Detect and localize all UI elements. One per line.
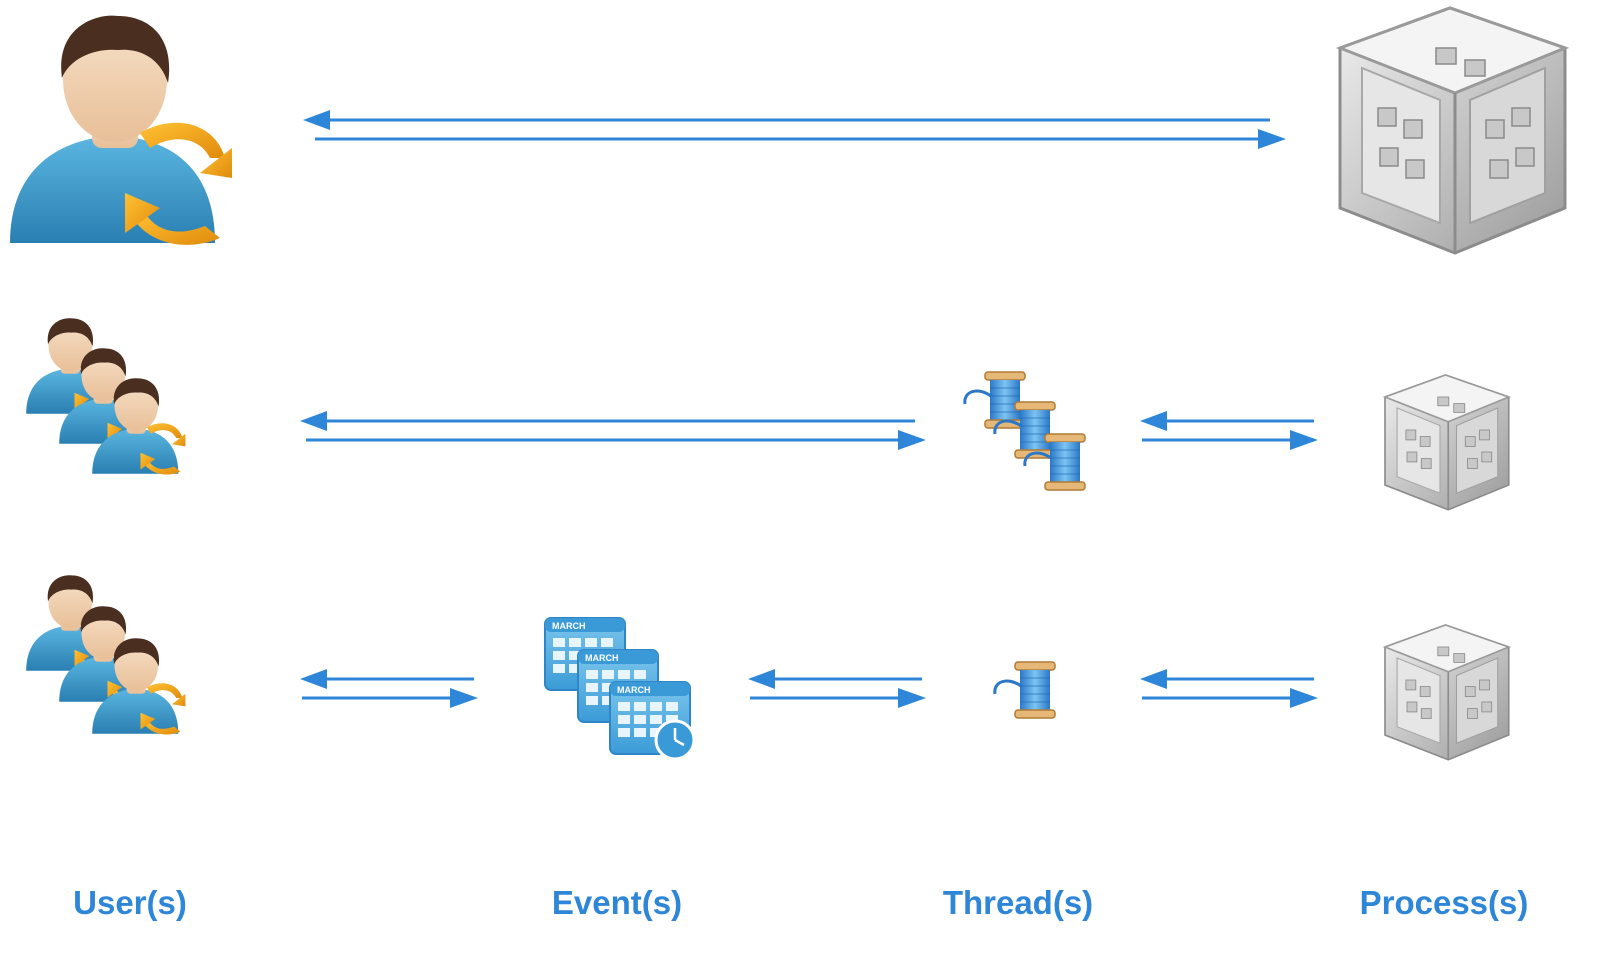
events-label: Event(s) xyxy=(551,884,683,921)
calendar-month-label: MARCH xyxy=(552,621,586,631)
calendar-stack-icon: MARCH MARCH MARCH xyxy=(544,617,696,761)
user-group-icon xyxy=(26,575,186,735)
process-cube-icon xyxy=(1338,6,1567,255)
processes-label: Process(s) xyxy=(1359,884,1529,921)
thread-spools-icon xyxy=(963,370,1087,492)
users-label: User(s) xyxy=(73,884,187,921)
arrow-pair-users-events xyxy=(300,669,478,708)
arrow-pair-threads-process xyxy=(1140,411,1318,450)
user-icon xyxy=(10,15,232,245)
arrow-pair-thread-process xyxy=(1140,669,1318,708)
arrow-pair-users-threads xyxy=(300,411,926,450)
thread-spool-icon xyxy=(993,660,1057,720)
process-cube-icon xyxy=(1384,374,1510,511)
threads-label: Thread(s) xyxy=(942,884,1094,921)
arrow-pair-user-process xyxy=(303,110,1286,149)
arrow-pair-events-thread xyxy=(748,669,926,708)
clock-icon xyxy=(654,719,696,761)
calendar-month-label: MARCH xyxy=(585,653,619,663)
process-cube-icon xyxy=(1384,624,1510,761)
user-group-icon xyxy=(26,318,186,475)
calendar-month-label: MARCH xyxy=(617,685,651,695)
